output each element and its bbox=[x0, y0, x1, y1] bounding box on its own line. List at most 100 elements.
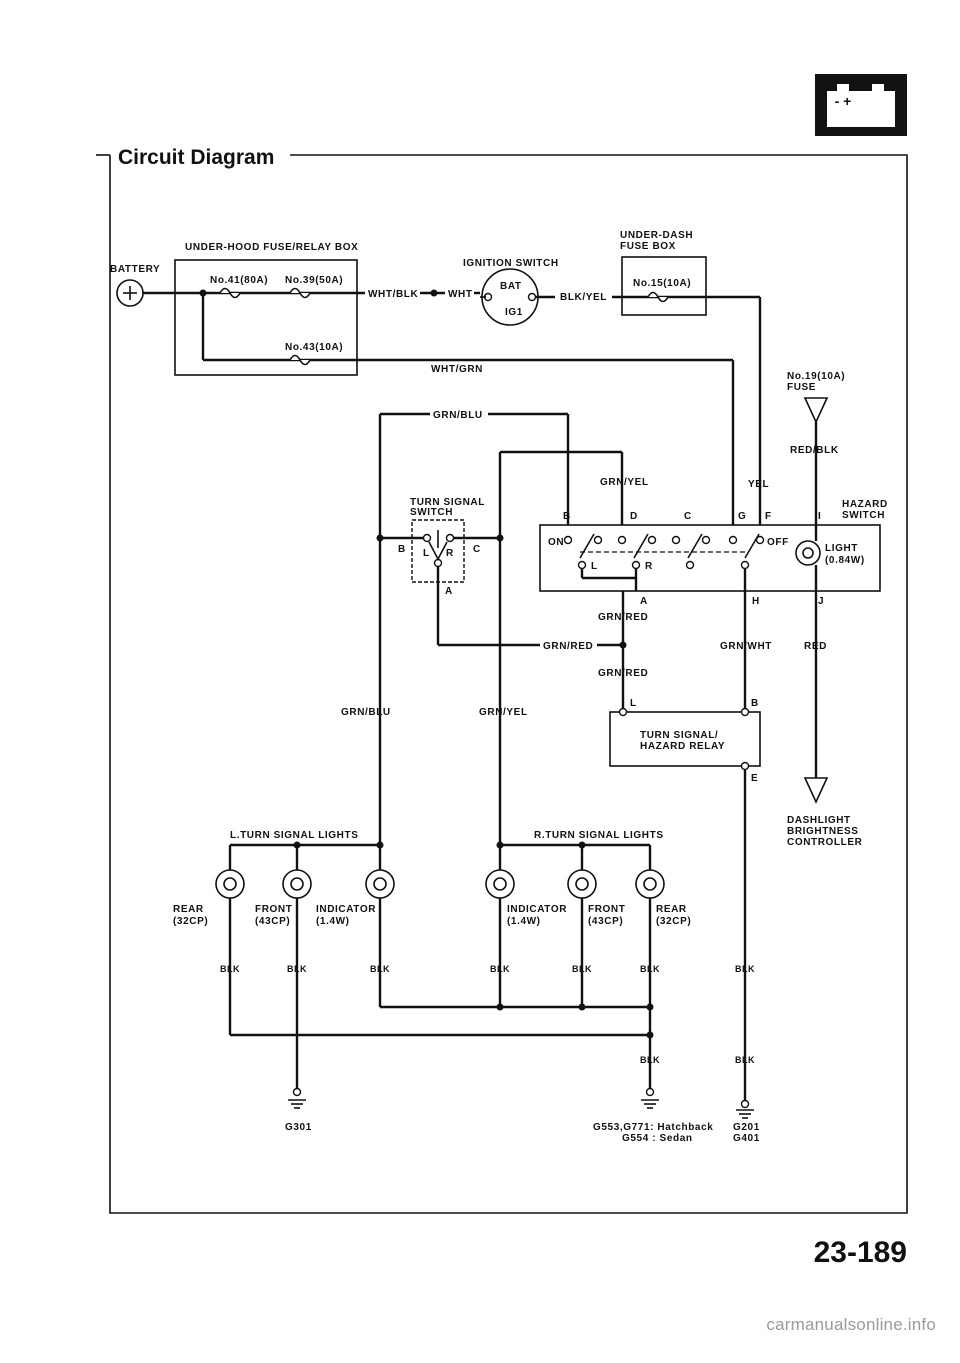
turn-switch-pin-b: B bbox=[398, 544, 406, 555]
turn-switch-pin-c: C bbox=[473, 544, 481, 555]
hazard-pin-i: I bbox=[818, 511, 821, 522]
footer-watermark: carmanualsonline.info bbox=[766, 1315, 936, 1334]
fuse-43-label: No.43(10A) bbox=[285, 342, 343, 353]
ground-g553-label-1: G553,G771: Hatchback bbox=[593, 1122, 713, 1133]
hazard-on-label: ON bbox=[548, 537, 564, 548]
page-title: Circuit Diagram bbox=[118, 146, 274, 169]
hazard-pin-f: F bbox=[765, 511, 772, 522]
hazard-switch-label-2: SWITCH bbox=[842, 510, 885, 521]
fuse-15 bbox=[647, 291, 669, 303]
hazard-pin-g: G bbox=[738, 511, 746, 522]
left-ind-label-2: (1.4W) bbox=[316, 916, 350, 927]
left-front-label-1: FRONT bbox=[255, 904, 292, 915]
battery-icon: - + bbox=[815, 74, 907, 136]
ign-ig1-label: IG1 bbox=[505, 307, 523, 318]
right-rear-label-1: REAR bbox=[656, 904, 687, 915]
blk-label-1: BLK bbox=[220, 964, 240, 974]
wire-grn-red-bottom: GRN/RED bbox=[598, 668, 648, 679]
fuse-39-label: No.39(50A) bbox=[285, 275, 343, 286]
underhood-fuse-box bbox=[174, 259, 358, 376]
left-lights-title: L.TURN SIGNAL LIGHTS bbox=[230, 830, 358, 841]
battery-label: BATTERY bbox=[110, 264, 160, 275]
blk-label-2: BLK bbox=[287, 964, 307, 974]
fuse-39 bbox=[289, 287, 311, 299]
blk-label-7: BLK bbox=[735, 964, 755, 974]
dash-controller-label-3: CONTROLLER bbox=[787, 837, 863, 848]
right-ind-label-1: INDICATOR bbox=[507, 904, 567, 915]
dashlight-controller-connector bbox=[803, 777, 829, 804]
wire-grn-blu-top: GRN/BLU bbox=[433, 410, 483, 421]
ground-g301-symbol bbox=[288, 1087, 306, 1109]
right-rear-bulb bbox=[635, 869, 665, 899]
fuse-19-label-2: FUSE bbox=[787, 382, 816, 393]
blk-label-5: BLK bbox=[572, 964, 592, 974]
ground-g201-label-2: G401 bbox=[733, 1133, 760, 1144]
hazard-pin-a: A bbox=[640, 596, 648, 607]
right-lights-title: R.TURN SIGNAL LIGHTS bbox=[534, 830, 664, 841]
right-rear-label-2: (32CP) bbox=[656, 916, 691, 927]
fuse-41 bbox=[219, 287, 241, 299]
right-front-label-1: FRONT bbox=[588, 904, 625, 915]
ground-g201-symbol bbox=[736, 1099, 754, 1119]
wire-grn-yel-top: GRN/YEL bbox=[600, 477, 649, 488]
hazard-light-label-2: (0.84W) bbox=[825, 555, 865, 566]
wire-grn-blu-left: GRN/BLU bbox=[341, 707, 391, 718]
hazard-l-label: L bbox=[591, 561, 598, 572]
wire-wht: WHT bbox=[448, 289, 473, 300]
hazard-pin-c: C bbox=[684, 511, 692, 522]
underdash-box-label-2: FUSE BOX bbox=[620, 241, 676, 252]
hazard-pin-b: B bbox=[563, 511, 571, 522]
blk-label-6: BLK bbox=[640, 964, 660, 974]
left-rear-bulb bbox=[215, 869, 245, 899]
hazard-switch bbox=[539, 524, 881, 592]
ground-g201-label-1: G201 bbox=[733, 1122, 760, 1133]
turn-switch-r: R bbox=[446, 548, 454, 559]
ign-bat-label: BAT bbox=[500, 281, 522, 292]
battery-icon-symbols: - + bbox=[835, 93, 852, 109]
page-number: 23-189 bbox=[814, 1236, 907, 1269]
hazard-off-label: OFF bbox=[767, 537, 789, 548]
hazard-pin-j: J bbox=[818, 596, 824, 607]
hazard-pin-h: H bbox=[752, 596, 760, 607]
wire-wht-blk: WHT/BLK bbox=[368, 289, 418, 300]
relay-pin-e: E bbox=[751, 773, 758, 784]
wire-grn-yel-left: GRN/YEL bbox=[479, 707, 528, 718]
wire-red-blk: RED/BLK bbox=[790, 445, 839, 456]
right-indicator-bulb bbox=[485, 869, 515, 899]
fuse-43 bbox=[289, 354, 311, 366]
left-rear-label-2: (32CP) bbox=[173, 916, 208, 927]
dash-controller-label-1: DASHLIGHT bbox=[787, 815, 851, 826]
relay-label-2: HAZARD RELAY bbox=[640, 741, 725, 752]
turn-switch-label-1: TURN SIGNAL bbox=[410, 497, 485, 508]
underdash-box-label-1: UNDER-DASH bbox=[620, 230, 693, 241]
blk-label-3: BLK bbox=[370, 964, 390, 974]
blk-label-4: BLK bbox=[490, 964, 510, 974]
turn-switch-pin-a: A bbox=[445, 586, 453, 597]
left-front-bulb bbox=[282, 869, 312, 899]
relay-label-1: TURN SIGNAL/ bbox=[640, 730, 718, 741]
turn-switch-label-2: SWITCH bbox=[410, 507, 453, 518]
underhood-box-label: UNDER-HOOD FUSE/RELAY BOX bbox=[185, 242, 358, 253]
frame-border bbox=[109, 154, 908, 1214]
right-front-label-2: (43CP) bbox=[588, 916, 623, 927]
hazard-light-bulb bbox=[795, 540, 821, 566]
hazard-switch-label-1: HAZARD bbox=[842, 499, 888, 510]
wire-grn-red-mid: GRN/RED bbox=[543, 641, 593, 652]
hazard-contacts bbox=[563, 533, 765, 570]
left-indicator-bulb bbox=[365, 869, 395, 899]
ground-g553-label-2: G554 : Sedan bbox=[622, 1133, 693, 1144]
relay-pin-l: L bbox=[630, 698, 637, 709]
hazard-pin-d: D bbox=[630, 511, 638, 522]
right-front-bulb bbox=[567, 869, 597, 899]
wire-red: RED bbox=[804, 641, 827, 652]
ground-g301-label: G301 bbox=[285, 1122, 312, 1133]
blk-label-8: BLK bbox=[640, 1055, 660, 1065]
hazard-r-label: R bbox=[645, 561, 653, 572]
fuse-19-label-1: No.19(10A) bbox=[787, 371, 845, 382]
fuse-15-label: No.15(10A) bbox=[633, 278, 691, 289]
ground-g553-symbol bbox=[641, 1087, 659, 1109]
fuse-41-label: No.41(80A) bbox=[210, 275, 268, 286]
wire-wht-grn: WHT/GRN bbox=[431, 364, 483, 375]
fuse-19-connector bbox=[803, 397, 829, 424]
